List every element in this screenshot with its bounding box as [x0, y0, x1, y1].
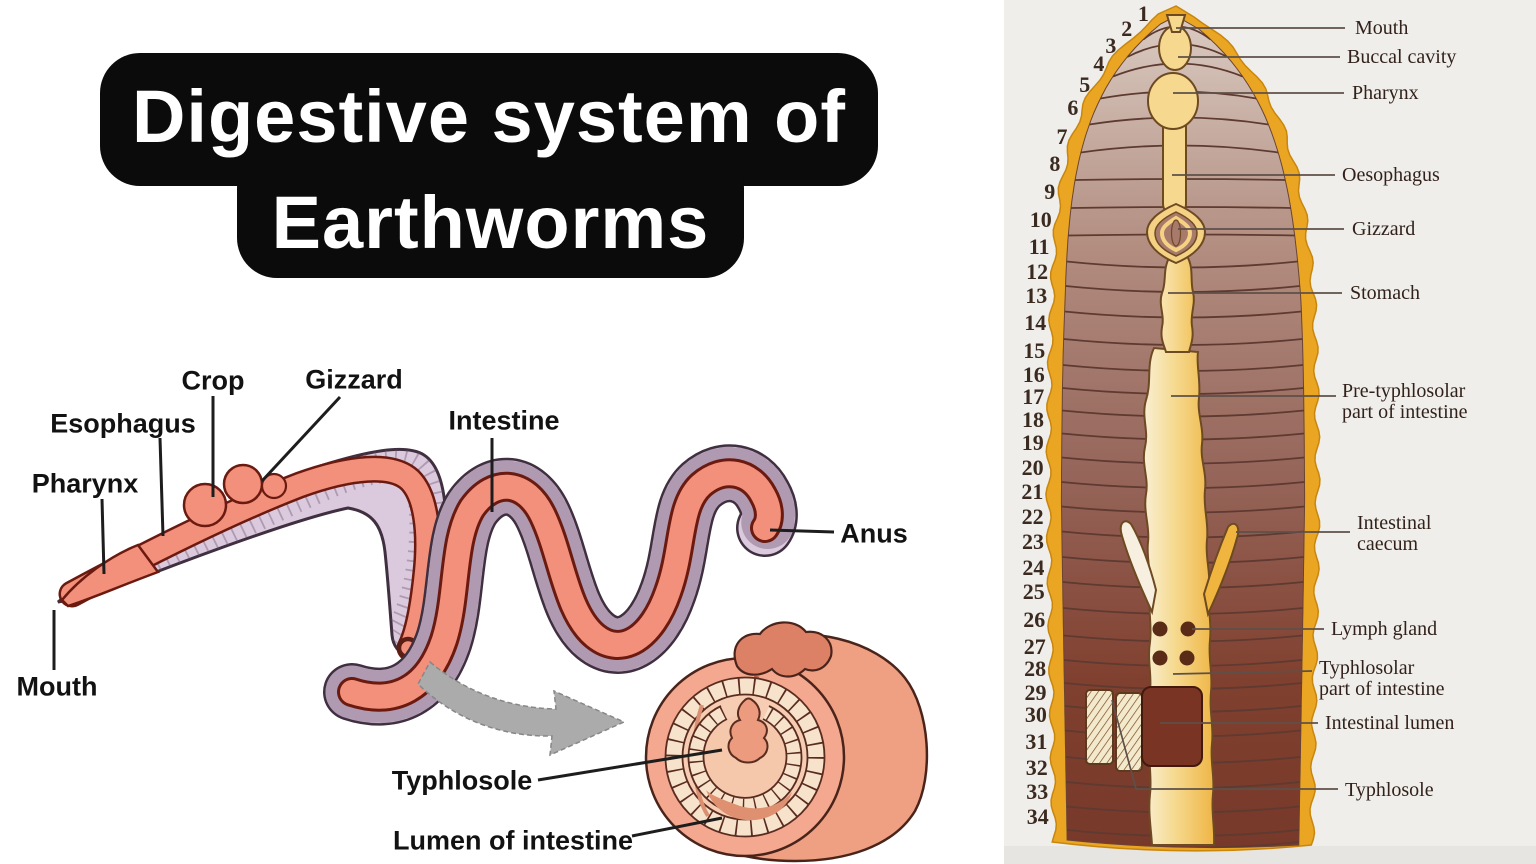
- segment-number: 5: [1079, 72, 1090, 97]
- rlabel-intestinal-caecum: Intestinal caecum: [1357, 512, 1432, 555]
- rlabel-typhlosole: Typhlosole: [1345, 779, 1434, 801]
- label-lumen-of-intestine: Lumen of intestine: [392, 825, 634, 856]
- rlabel-intestinal-lumen: Intestinal lumen: [1325, 712, 1455, 734]
- segment-number: 9: [1044, 179, 1055, 204]
- segment-number: 6: [1067, 95, 1078, 120]
- lumen-crescent: [706, 790, 792, 821]
- label-intestine: Intestine: [448, 405, 560, 436]
- segment-number: 29: [1025, 680, 1047, 705]
- oesophagus-shape: [1162, 115, 1187, 215]
- segment-number: 33: [1026, 779, 1048, 804]
- intestinal-lumen-window: [1141, 686, 1203, 767]
- pharynx-shape: [1147, 72, 1199, 130]
- stomach-shape: [1159, 255, 1195, 353]
- label-gizzard: Gizzard: [305, 364, 403, 395]
- dorsal-bump: [733, 621, 833, 678]
- segment-number: 1: [1138, 1, 1149, 26]
- segment-number: 4: [1093, 51, 1104, 76]
- typhlosole-blob: [727, 697, 769, 764]
- typhlosole-panels: [1085, 689, 1143, 772]
- segment-number: 25: [1023, 579, 1045, 604]
- segment-number: 21: [1021, 479, 1043, 504]
- segment-number: 27: [1024, 634, 1046, 659]
- label-mouth: Mouth: [16, 671, 98, 702]
- page-title-line2: Earthworms: [271, 181, 710, 264]
- rlabel-lymph-gland: Lymph gland: [1331, 618, 1438, 640]
- title-background-bottom: [237, 148, 744, 278]
- segment-number: 32: [1026, 755, 1048, 780]
- rlabel-pre-typhlosolar: Pre-typhlosolar part of intestine: [1342, 380, 1468, 423]
- intestine-cross-section: [644, 621, 929, 863]
- segment-number: 16: [1023, 362, 1045, 387]
- segment-number: 23: [1022, 529, 1044, 554]
- segment-number: 2: [1121, 16, 1132, 41]
- intestinal-caecum-right-horn: [1202, 522, 1240, 618]
- pharynx-region: [60, 543, 160, 608]
- segment-number: 15: [1023, 338, 1045, 363]
- segment-number: 11: [1029, 234, 1050, 259]
- segment-number: 17: [1022, 384, 1044, 409]
- intestinal-caecum-left-horn: [1119, 520, 1158, 616]
- segment-number: 18: [1022, 407, 1044, 432]
- left-pointer-lines: [52, 395, 835, 838]
- segment-number: 3: [1105, 33, 1116, 58]
- rlabel-buccal-cavity: Buccal cavity: [1347, 46, 1457, 68]
- segment-number: 7: [1057, 124, 1068, 149]
- segment-number: 34: [1027, 804, 1049, 829]
- rlabel-mouth: Mouth: [1355, 17, 1409, 39]
- segment-number: 19: [1022, 430, 1044, 455]
- segment-number: 12: [1026, 259, 1048, 284]
- right-pointer-lines: [1111, 27, 1350, 790]
- rlabel-stomach: Stomach: [1350, 282, 1420, 304]
- label-pharynx: Pharynx: [31, 468, 139, 499]
- magnify-arrow: [417, 660, 626, 757]
- crop-bulge: [182, 482, 228, 528]
- gizzard-bulge: [222, 463, 264, 505]
- rlabel-gizzard: Gizzard: [1352, 218, 1416, 240]
- label-anus: Anus: [840, 518, 908, 549]
- lymph-gland-dots: [1152, 621, 1196, 666]
- segment-number: 13: [1025, 283, 1047, 308]
- segment-number: 14: [1024, 310, 1046, 335]
- segment-number: 20: [1022, 455, 1044, 480]
- segment-number: 24: [1022, 555, 1044, 580]
- segment-number: 22: [1022, 504, 1044, 529]
- segment-number: 28: [1024, 656, 1046, 681]
- label-crop: Crop: [181, 365, 245, 396]
- segment-number: 30: [1025, 702, 1047, 727]
- segment-numbers: 1234567891011121314151617181920212223242…: [1021, 1, 1149, 829]
- rlabel-oesophagus: Oesophagus: [1342, 164, 1440, 186]
- left-worm-intestine-section: [323, 444, 798, 726]
- page-title-line1: Digestive system of: [131, 75, 847, 158]
- segment-number: 31: [1025, 729, 1047, 754]
- segment-number: 10: [1030, 207, 1052, 232]
- segment-number: 26: [1023, 607, 1045, 632]
- label-esophagus: Esophagus: [50, 408, 196, 439]
- rlabel-pharynx: Pharynx: [1352, 82, 1419, 104]
- label-typhlosole: Typhlosole: [391, 765, 533, 796]
- segment-number: 8: [1049, 151, 1060, 176]
- right-panel-bottom-strip: [1004, 846, 1536, 864]
- rlabel-typhlosolar: Typhlosolar part of intestine: [1319, 657, 1445, 700]
